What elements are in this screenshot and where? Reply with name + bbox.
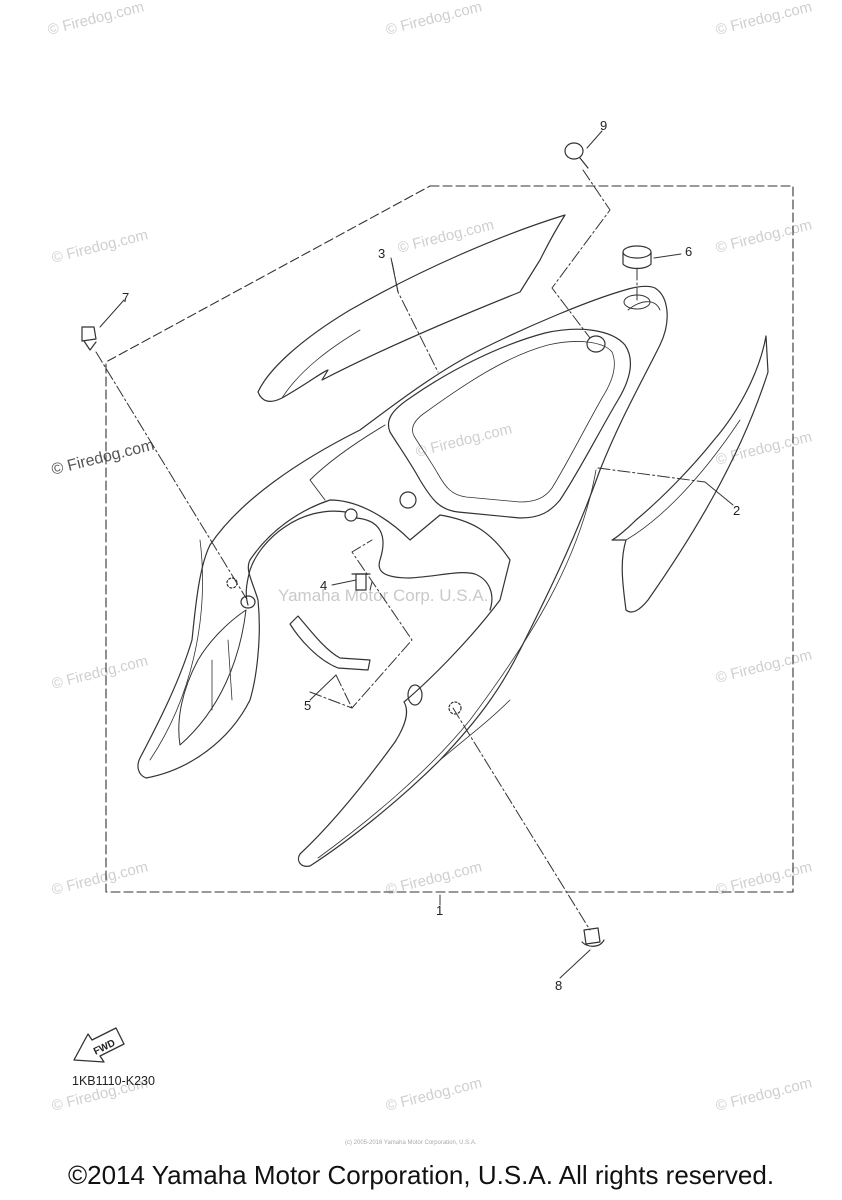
assembly-boundary — [105, 185, 794, 893]
leader-lines — [95, 169, 706, 931]
callout-4: 4 — [320, 578, 328, 593]
watermark-center: Yamaha Motor Corp. U.S.A. — [278, 586, 489, 605]
callout-1: 1 — [436, 903, 444, 918]
part-1-seat-opening — [387, 328, 631, 519]
part-9-screw — [564, 142, 589, 169]
part-3-trim-strip — [257, 214, 566, 402]
callout-8: 8 — [555, 978, 563, 993]
copyright-footer: ©2014 Yamaha Motor Corporation, U.S.A. A… — [67, 1160, 775, 1190]
wire-harness — [245, 510, 493, 611]
part-7-bolt — [81, 326, 97, 351]
tiny-copyright: (c) 2005-2016 Yamaha Motor Corporation, … — [345, 1140, 477, 1146]
part-2-side-trim — [611, 335, 769, 613]
callout-3: 3 — [378, 246, 386, 261]
part-5-damper — [289, 615, 371, 671]
drawing-code: 1KB1110-K230 — [72, 1074, 155, 1088]
part-6-grommet — [622, 245, 652, 270]
callout-5: 5 — [304, 698, 312, 713]
part-4-clip — [351, 573, 371, 591]
fwd-arrow-icon — [73, 1027, 125, 1063]
part-1-tail-cover — [137, 285, 668, 867]
callout-9: 9 — [600, 118, 608, 133]
callout-2: 2 — [733, 503, 741, 518]
callout-6: 6 — [685, 244, 693, 259]
callout-7: 7 — [122, 290, 130, 305]
callout-leaders — [99, 130, 734, 979]
part-8-bolt — [581, 927, 605, 947]
